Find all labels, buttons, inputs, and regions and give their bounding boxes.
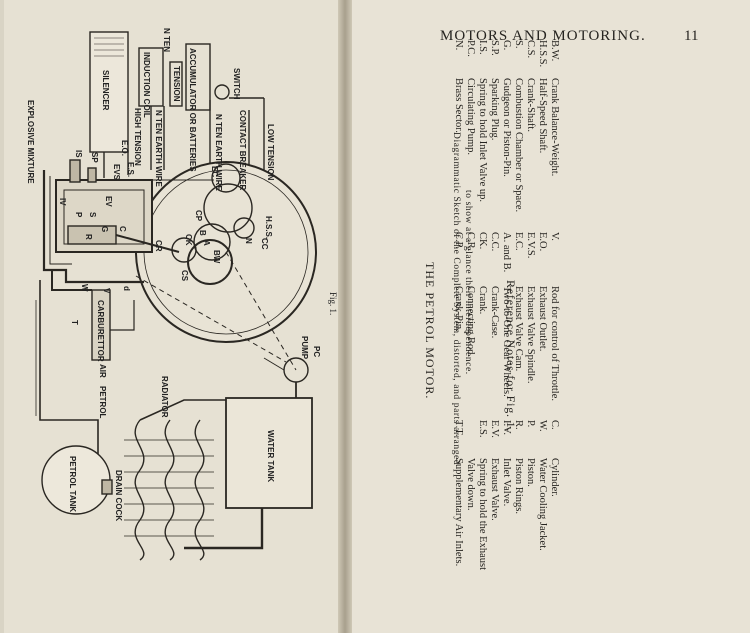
label-t: T xyxy=(70,320,79,325)
note-item: E.C.Exhaust Valve Cam. xyxy=(513,232,524,372)
label-cs: CS xyxy=(180,270,189,282)
label-d: d xyxy=(122,286,131,291)
label-s: S xyxy=(88,212,97,218)
connecting-rod xyxy=(115,234,180,253)
label-c: C xyxy=(118,226,127,232)
right-page xyxy=(352,0,750,633)
label-n-tension: N TEN xyxy=(162,28,171,52)
label-a: A xyxy=(202,240,211,246)
note-item: A. and B.Two-to-One Gear Wheels. xyxy=(501,232,512,397)
note-item: S.P.Sparking Plug. xyxy=(489,40,500,141)
label-w: W xyxy=(80,284,89,292)
label-low-tension: LOW TENSION xyxy=(266,124,275,181)
note-item: E.S.Spring to hold the Exhaust xyxy=(477,420,488,570)
note-item: P.C.Circulating Pump. xyxy=(465,40,476,155)
figure-heading: THE PETROL MOTOR. xyxy=(423,262,437,400)
note-item: B.W.Crank Balance-Weight. xyxy=(549,40,560,177)
water-tank-box xyxy=(225,397,313,509)
label-hss: H.S.S. xyxy=(264,216,273,239)
notes-column-right: B.W.Crank Balance-Weight. H.S.S.Half-Spe… xyxy=(452,40,560,212)
label-ck: CK xyxy=(184,234,193,246)
label-earth-wire-2: N TEN EARTH WIRE xyxy=(214,114,223,192)
note-item: G.Gudgeon or Piston-Pin. xyxy=(501,40,512,177)
note-item: V.Rod for control of Throttle. xyxy=(549,232,560,401)
label-switch: SWITCH xyxy=(232,68,241,100)
label-is: IS xyxy=(74,150,83,158)
switch-circle xyxy=(214,84,230,100)
note-item: C.C.Crank-Case. xyxy=(489,232,500,339)
label-high-tension: HIGH TENSION xyxy=(133,108,142,166)
note-item: CK.Crank. xyxy=(477,232,488,315)
label-sp: SP xyxy=(90,152,99,163)
label-silencer: SILENCER xyxy=(101,70,110,111)
note-item: T.T.Supplementary Air Inlets. xyxy=(453,420,464,567)
figure-caption: Fig. 1. xyxy=(328,292,338,315)
label-p: P xyxy=(74,212,83,218)
label-induction-coil: INDUCTION COIL xyxy=(142,52,151,118)
note-item: C.P.Crank-Pin. xyxy=(453,232,464,332)
label-water-tank: WATER TANK xyxy=(266,430,275,482)
label-ec: EC xyxy=(210,166,219,177)
carburettor-box xyxy=(91,289,111,361)
note-item: E.O.Exhaust Outlet. xyxy=(537,232,548,352)
notes-column-left: C.Cylinder. W.Water Cooling Jacket. P.Pi… xyxy=(452,420,560,570)
notes-column-middle: V.Rod for control of Throttle. E.O.Exhau… xyxy=(452,232,560,401)
note-item: W.Water Cooling Jacket. xyxy=(537,420,548,551)
label-cp: CP xyxy=(194,210,203,222)
label-petrol: PETROL xyxy=(98,386,107,419)
label-petrol-tank: PETROL TANK xyxy=(68,456,77,512)
note-item: H.S.S.Half-Speed Shaft. xyxy=(537,40,548,154)
label-contact-breaker: CONTACT BREAKER xyxy=(238,110,247,191)
label-r: R xyxy=(84,234,93,240)
label-evs: EVS xyxy=(112,164,121,181)
label-n: N xyxy=(244,238,253,244)
gear-wheel-b xyxy=(203,183,253,233)
radiator-coils xyxy=(134,419,205,561)
running-title: MOTORS AND MOTORING. xyxy=(440,28,646,44)
note-item: P.Piston. xyxy=(525,420,536,487)
gear-wheel-a xyxy=(193,223,231,261)
label-pc: PC xyxy=(312,346,321,357)
label-carburettor: CARBURETTOR xyxy=(96,300,105,362)
note-item: S.Combustion Chamber or Space. xyxy=(513,40,524,213)
label-eo: E.O. xyxy=(120,140,129,156)
note-item: C.Cylinder. xyxy=(549,420,560,497)
note-item: E.V.S.Exhaust Valve Spindle. xyxy=(525,232,536,384)
label-earth-wire-1: N TEN EARTH WIRE xyxy=(154,110,163,188)
label-cc: CC xyxy=(260,238,269,250)
exhaust-cam xyxy=(211,163,241,193)
label-tension: TENSION xyxy=(172,66,181,102)
note-item: N.Brass Sector. xyxy=(453,40,464,133)
label-air: AIR xyxy=(98,364,107,378)
label-pump: PUMP xyxy=(300,336,309,360)
label-v: V xyxy=(102,288,111,294)
book-gutter xyxy=(338,0,352,633)
note-item: E.V.Exhaust Valve. xyxy=(489,420,500,521)
label-b: B xyxy=(198,230,207,236)
note-item: C.S.Crank-Shaft. xyxy=(525,40,536,132)
label-es: E.S. xyxy=(126,162,135,177)
label-accumulator: ACCUMULATOR OR BATTERIES xyxy=(188,48,197,172)
label-iv: IV xyxy=(58,198,67,206)
label-drain-cock: DRAIN COCK xyxy=(114,470,123,521)
note-item: Valve down. xyxy=(465,458,476,511)
page-number: 11 xyxy=(684,28,699,44)
silencer-box xyxy=(89,31,129,153)
petrol-motor-diagram: SILENCER INDUCTION COIL ACCUMULATOR OR B… xyxy=(26,28,338,561)
note-item: R.Piston Rings. xyxy=(513,420,524,515)
note-item: I.S.Spring to hold Inlet Valve up. xyxy=(477,40,488,203)
label-g: G xyxy=(100,226,109,232)
label-ev: EV xyxy=(104,196,113,207)
note-item: C.R.Connecting Rod. xyxy=(465,232,476,358)
label-bw: BW xyxy=(212,250,221,264)
label-explosive-mixture: EXPLOSIVE MIXTURE xyxy=(26,100,35,184)
label-radiator: RADIATOR xyxy=(160,376,169,418)
label-cr: CR xyxy=(154,240,163,252)
accumulator-box xyxy=(185,43,211,111)
tension-box xyxy=(169,61,183,107)
note-item: I.V.Inlet Valve. xyxy=(501,420,512,507)
